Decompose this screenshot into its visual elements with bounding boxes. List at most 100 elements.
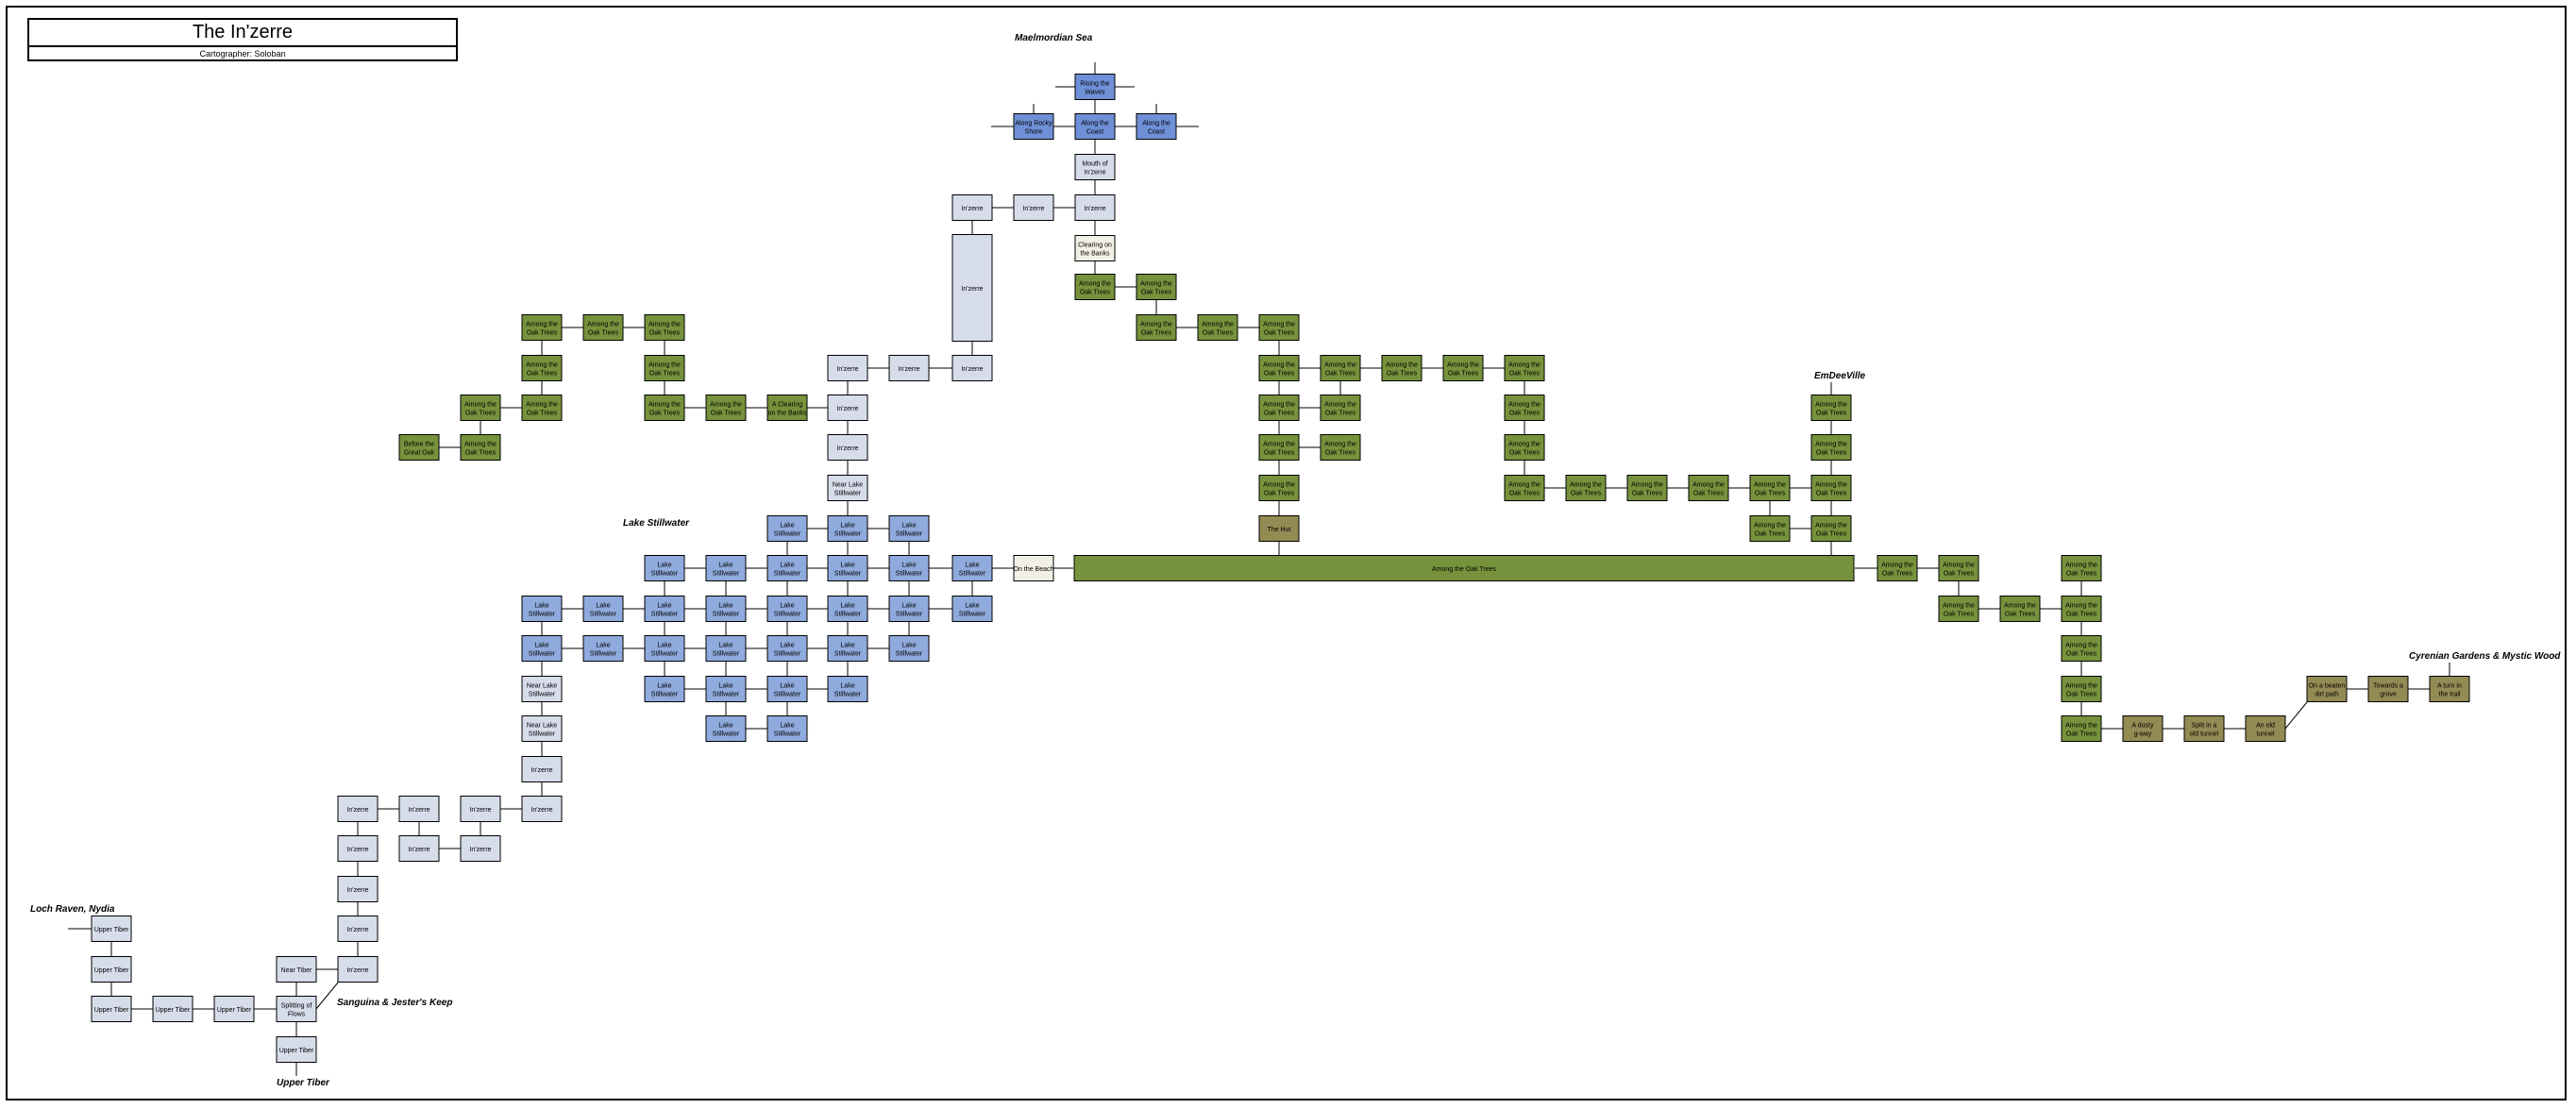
room-inzerre[interactable]: In'zerre bbox=[521, 796, 563, 822]
room-inzerre[interactable]: In'zerre bbox=[521, 756, 563, 782]
room-upper-tiber[interactable]: Upper Tiber bbox=[91, 996, 132, 1022]
room-hut[interactable]: The Hut bbox=[1258, 515, 1300, 542]
room-inzerre[interactable]: In'zerre bbox=[337, 916, 379, 942]
room-inzerre[interactable]: In'zerre bbox=[337, 835, 379, 862]
room-near-tiber[interactable]: Near Tiber bbox=[276, 956, 317, 983]
room-upper-tiber[interactable]: Upper Tiber bbox=[213, 996, 255, 1022]
room-inzerre[interactable]: In'zerre bbox=[1074, 194, 1116, 221]
room-inzerre[interactable]: In'zerre bbox=[827, 395, 868, 421]
room-beach[interactable]: On the Beach bbox=[1013, 555, 1054, 581]
room-inzerre[interactable]: In'zerre bbox=[460, 835, 501, 862]
room-inzerre[interactable]: In'zerre bbox=[827, 355, 868, 381]
room-inzerre[interactable]: In'zerre bbox=[398, 835, 440, 862]
room-inzerre[interactable]: In'zerre bbox=[888, 355, 930, 381]
room-inzerre[interactable]: In'zerre bbox=[337, 796, 379, 822]
room-upper-tiber[interactable]: Upper Tiber bbox=[152, 996, 194, 1022]
room-upper-tiber[interactable]: Upper Tiber bbox=[276, 1036, 317, 1063]
room-upper-tiber[interactable]: Upper Tiber bbox=[91, 916, 132, 942]
room-inzerre[interactable]: In'zerre bbox=[398, 796, 440, 822]
room-inzerre-tall[interactable]: In'zerre bbox=[951, 234, 993, 342]
room-inzerre[interactable]: In'zerre bbox=[337, 956, 379, 983]
